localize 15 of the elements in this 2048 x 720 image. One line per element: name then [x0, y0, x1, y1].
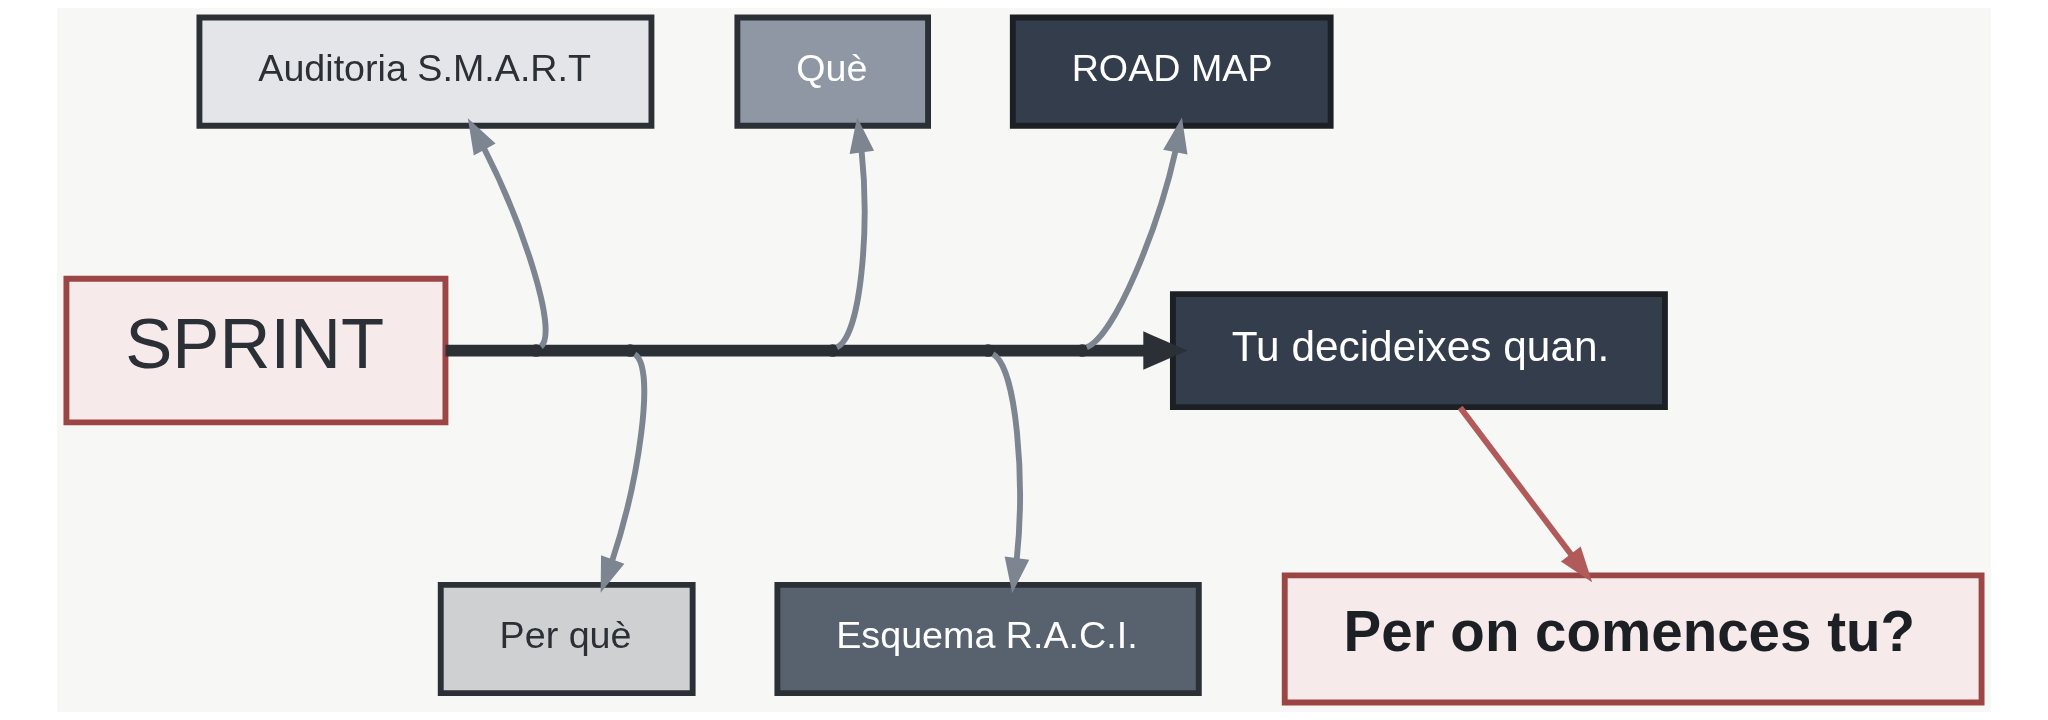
- arrow: [600, 352, 648, 593]
- arrow: [467, 118, 549, 349]
- arrow: [990, 352, 1030, 594]
- node-box: Per què: [437, 581, 696, 697]
- node-box: Per on comences tu?: [1281, 572, 1985, 706]
- node-box: Tu decideixes quan.: [1169, 291, 1668, 411]
- node-box: SPRINT: [63, 275, 449, 426]
- node-box: Esquema R.A.C.I.: [774, 581, 1202, 697]
- arrow: [1457, 405, 1593, 583]
- arrow: [1085, 117, 1188, 350]
- node-box: ROAD MAP: [1009, 14, 1334, 129]
- arrow: [835, 117, 875, 350]
- node-box: Auditoria S.M.A.R.T: [196, 14, 655, 129]
- node-box: Què: [734, 14, 931, 129]
- arrow: [445, 331, 1188, 370]
